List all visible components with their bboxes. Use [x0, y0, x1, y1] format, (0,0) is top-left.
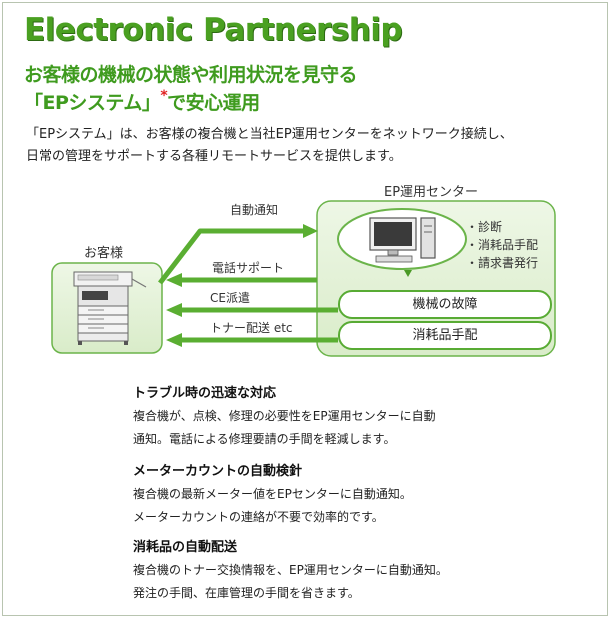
service-supplies: ・消耗品手配	[466, 238, 539, 252]
feature-supplies-delivery: 消耗品の自動配送 複合機のトナー交換情報を、EP運用センターに自動通知。発注の手…	[133, 536, 573, 605]
customer-label: お客様	[84, 246, 124, 261]
pill-machine-failure: 機械の故障	[338, 290, 552, 319]
down-arrow-icon	[404, 270, 412, 277]
feature-body: 複合機の最新メーター値をEPセンターに自動通知。メーターカウントの連絡が不要で効…	[133, 483, 573, 529]
intro-line-1: 「EPシステム」は、お客様の複合機と当社EP運用センターをネットワーク接続し、	[26, 127, 513, 142]
feature-line: 複合機の最新メーター値をEPセンターに自動通知。	[133, 487, 412, 501]
feature-title: メーターカウントの自動検針	[133, 464, 303, 479]
feature-line: 通知。電話による修理要請の手間を軽減します。	[133, 432, 396, 446]
feature-line: 発注の手間、在庫管理の手間を省きます。	[133, 586, 360, 600]
feature-title: トラブル時の迅速な対応	[133, 386, 277, 401]
feature-line: 複合機のトナー交換情報を、EP運用センターに自動通知。	[133, 563, 448, 577]
feature-line: 複合機が、点検、修理の必要性をEP運用センターに自動	[133, 409, 436, 423]
arrow-toner	[166, 333, 338, 347]
intro-line-2: 日常の管理をサポートする各種リモートサービスを提供します。	[26, 149, 402, 164]
pill-supplies-order: 消耗品手配	[338, 321, 552, 350]
feature-title: 消耗品の自動配送	[133, 540, 238, 555]
ce-dispatch-label: CE派遣	[210, 291, 250, 305]
auto-notify-label: 自動通知	[230, 203, 279, 217]
service-billing: ・請求書発行	[466, 256, 539, 270]
service-diagnosis: ・診断	[466, 220, 503, 234]
intro-text: 「EPシステム」は、お客様の複合機と当社EP運用センターをネットワーク接続し、 …	[26, 124, 586, 168]
arrow-auto-notify	[158, 224, 318, 285]
feature-body: 複合機のトナー交換情報を、EP運用センターに自動通知。発注の手間、在庫管理の手間…	[133, 559, 573, 605]
subtitle-line-2: 「EPシステム」*で安心運用	[24, 88, 260, 115]
center-label: EP運用センター	[384, 185, 479, 200]
arrow-ce-dispatch	[166, 303, 338, 317]
phone-support-label: 電話サポート	[212, 261, 285, 275]
feature-trouble-response: トラブル時の迅速な対応 複合機が、点検、修理の必要性をEP運用センターに自動通知…	[133, 382, 573, 451]
page-title: Electronic Partnership	[24, 12, 403, 48]
copier-icon	[73, 271, 147, 345]
subtitle-tail: で安心運用	[167, 92, 260, 114]
toner-label: トナー配送 etc	[210, 321, 293, 335]
computer-icon	[369, 217, 436, 263]
arrow-phone-support	[166, 273, 317, 287]
feature-line: メーターカウントの連絡が不要で効率的です。	[133, 510, 384, 524]
subtitle-system-name: 「EPシステム」	[24, 92, 161, 114]
subtitle-line-1: お客様の機械の状態や利用状況を見守る	[24, 64, 358, 86]
subtitle-asterisk: *	[160, 88, 168, 104]
feature-meter-reading: メーターカウントの自動検針 複合機の最新メーター値をEPセンターに自動通知。メー…	[133, 460, 573, 529]
feature-body: 複合機が、点検、修理の必要性をEP運用センターに自動通知。電話による修理要請の手…	[133, 405, 573, 451]
